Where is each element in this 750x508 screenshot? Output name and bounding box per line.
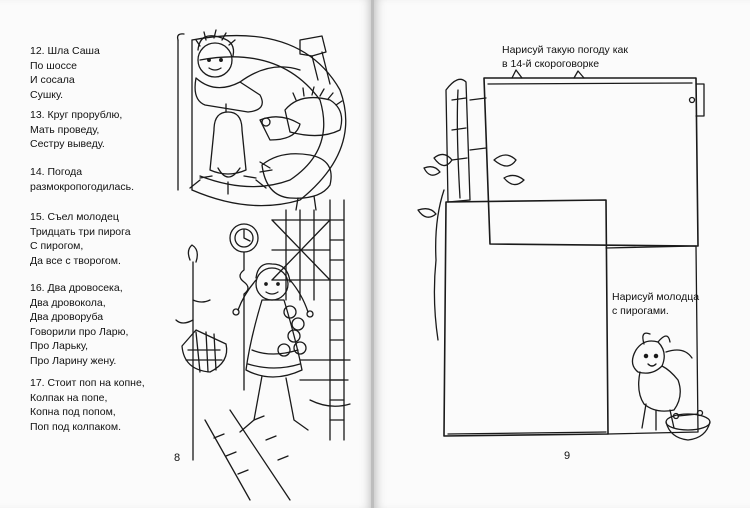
poem-line: 16. Два дровосека, xyxy=(30,282,123,294)
left-page: 12. Шла Саша По шоссе И сосала Сушку. 13… xyxy=(0,0,372,508)
poem-line: С пирогом, xyxy=(30,240,84,253)
book-gutter xyxy=(371,0,375,508)
letter-r-illustration xyxy=(175,29,351,501)
poem-line: 15. Съел молодец xyxy=(30,211,119,223)
poem-line: Да все с творогом. xyxy=(30,254,121,267)
poem-16: 16. Два дровосека, Два дровокола, Два др… xyxy=(30,281,180,369)
page-number: 9 xyxy=(564,450,571,462)
drawing-frames-illustration xyxy=(417,69,711,441)
poem-line: 13. Круг прорублю, xyxy=(30,109,123,121)
poem-17: 17. Стоит поп на копне, Колпак на попе, … xyxy=(30,376,180,434)
poem-line: Сушку. xyxy=(30,88,64,101)
lad-task: Нарисуй молодца с пирогами. xyxy=(612,290,699,318)
poem-line: Сестру выведу. xyxy=(30,138,105,151)
poem-line: 17. Стоит поп на копне, xyxy=(30,377,145,389)
poem-line: Поп под колпаком. xyxy=(30,420,121,433)
poem-line: Про Ларину жену. xyxy=(30,354,117,367)
task-line: Нарисуй такую погоду как xyxy=(502,44,628,56)
poem-line: 14. Погода xyxy=(30,166,83,178)
poem-12: 12. Шла Саша По шоссе И сосала Сушку. xyxy=(30,44,180,102)
poem-line: Копна под попом, xyxy=(30,406,116,419)
poem-line: Говорили про Ларю, xyxy=(30,325,129,338)
poem-15: 15. Съел молодец Тридцать три пирога С п… xyxy=(30,210,180,268)
poem-line: Два дровокола, xyxy=(30,296,106,309)
poem-line: Колпак на попе, xyxy=(30,391,108,404)
poem-line: И сосала xyxy=(30,74,75,87)
weather-task: Нарисуй такую погоду как в 14-й скорогов… xyxy=(502,43,628,71)
poem-line: 12. Шла Саша xyxy=(30,45,100,57)
poem-13: 13. Круг прорублю, Мать проведу, Сестру … xyxy=(30,108,180,152)
poem-line: Мать проведу, xyxy=(30,123,100,136)
task-line: с пирогами. xyxy=(612,305,669,317)
task-line: в 14-й скороговорке xyxy=(502,58,600,70)
poem-line: Про Ларьку, xyxy=(30,340,89,353)
right-page: Нарисуй такую погоду как в 14-й скорогов… xyxy=(374,0,750,508)
task-line: Нарисуй молодца xyxy=(612,291,700,303)
poem-14: 14. Погода размокропогодилась. xyxy=(30,165,180,194)
poem-line: По шоссе xyxy=(30,59,77,72)
poem-line: Два дроворуба xyxy=(30,311,104,324)
poem-line: размокропогодилась. xyxy=(30,180,135,193)
poem-line: Тридцать три пирога xyxy=(30,225,131,238)
page-number: 8 xyxy=(174,452,181,464)
